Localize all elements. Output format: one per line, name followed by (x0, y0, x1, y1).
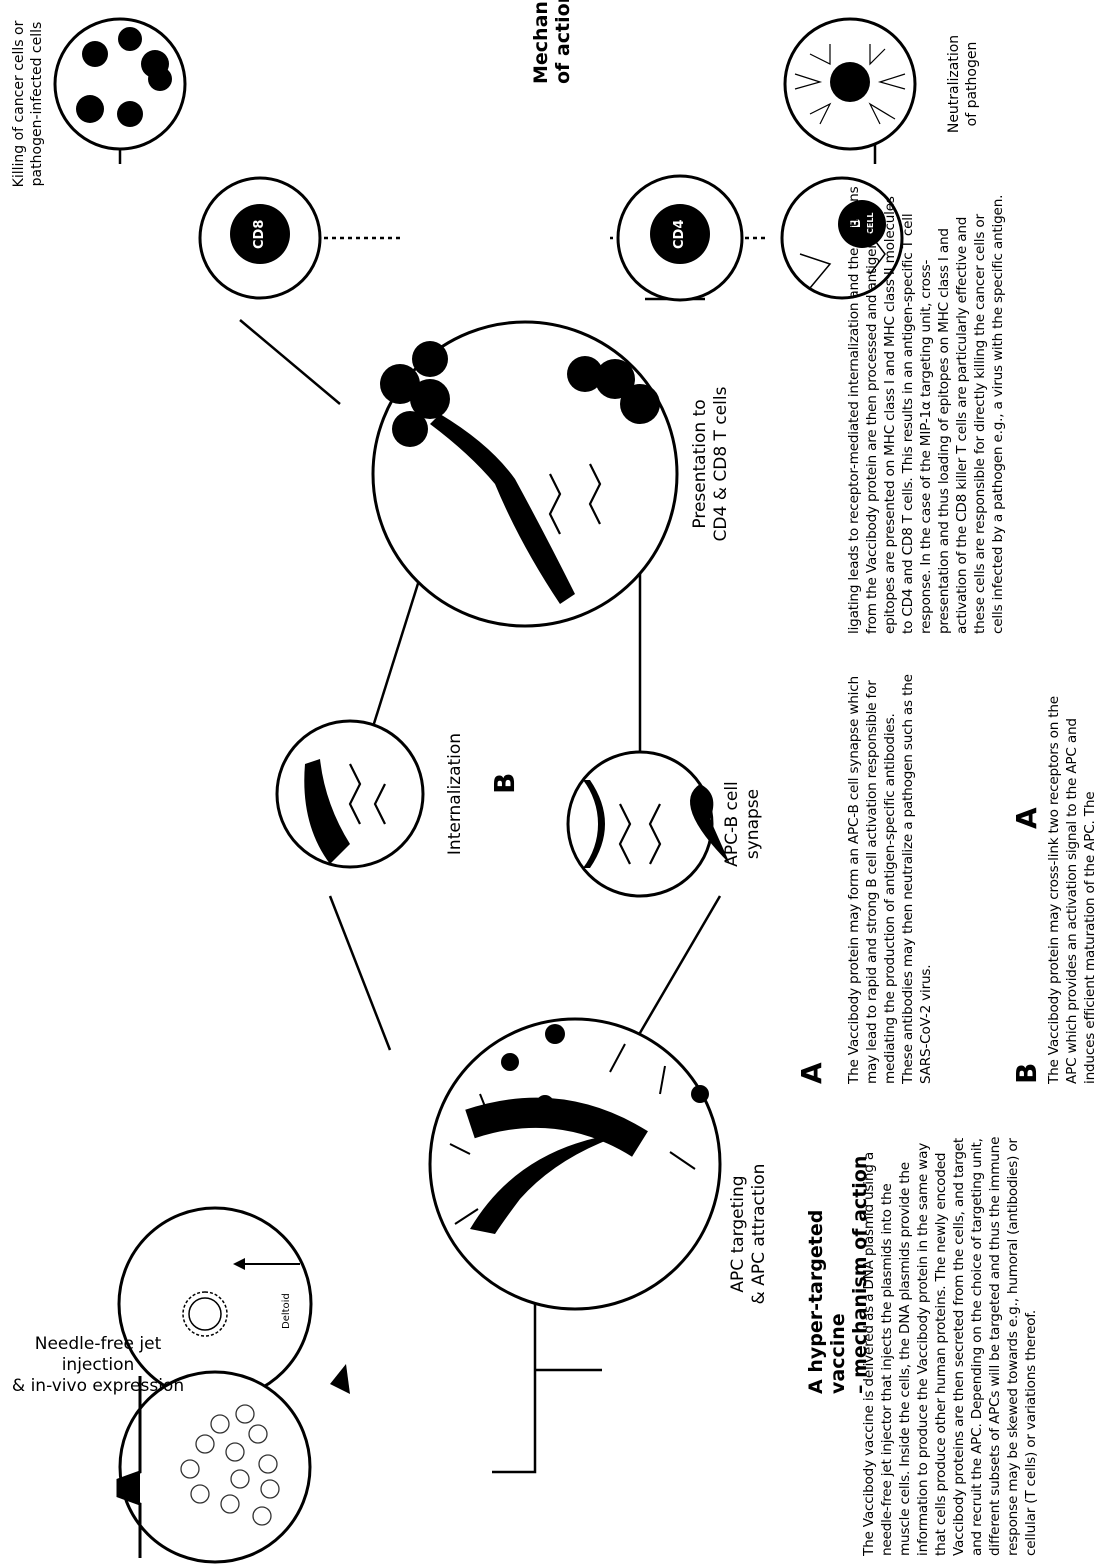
diagram-title: Mechanism of action (530, 0, 574, 84)
attraction-arrows (449, 1043, 696, 1225)
path-b-label: B (488, 772, 521, 794)
killing-label: Killing of cancer cells or pathogen-infe… (11, 20, 45, 188)
main-body: The Vaccibody vaccine is delivered as a … (861, 1136, 1039, 1556)
path-a-label: A (1010, 807, 1043, 829)
b-cell-circle (780, 176, 904, 300)
internalization-label: Internalization (445, 732, 465, 856)
neutralization-circle (783, 17, 917, 151)
antigen-clusters (501, 1024, 709, 1113)
jet-injector (116, 1376, 142, 1558)
apc-b-synapse-label: APC-B cell synapse (722, 781, 763, 867)
injection-label: Needle-free jet injection & in-vivo expr… (11, 1334, 185, 1396)
section-a-letter: A (795, 1062, 828, 1084)
deltoid-arrowhead (233, 1258, 245, 1270)
killing-circle (53, 17, 187, 151)
cd8-cells-inner (380, 341, 450, 447)
apc-targeting-circle (428, 1017, 722, 1311)
cd4-cells-inner (567, 356, 660, 424)
cd8-circle (198, 176, 322, 300)
section-b-body: The Vaccibody protein may cross-link two… (1046, 696, 1094, 1084)
presentation-circle (371, 320, 679, 628)
section-b-letter: B (1010, 1062, 1043, 1084)
cd4-label: CD4 (672, 219, 687, 249)
continued-body: ligating leads to receptor-mediated inte… (846, 186, 1006, 634)
apc-targeting-label: APC targeting & APC attraction (728, 1163, 769, 1305)
apc-b-synapse-circle (566, 750, 730, 898)
section-a-body: The Vaccibody protein may form an APC-B … (846, 674, 934, 1084)
injection-circle-lower (116, 1370, 312, 1564)
deltoid-label: Deltoid (281, 1293, 292, 1329)
presentation-to-cd8-line (239, 319, 341, 405)
apc-to-synapse-line (628, 895, 722, 1051)
plasmid-dots (180, 1404, 280, 1526)
apc-cell-body (465, 1097, 648, 1157)
internalization-circle (275, 719, 425, 869)
cd4-circle (616, 174, 744, 302)
apc-to-internalization-line (328, 895, 392, 1051)
cd8-label: CD8 (252, 219, 267, 249)
apc-cell (470, 1132, 630, 1234)
neutralization-label: Neutralization of pathogen (946, 34, 980, 134)
presentation-label: Presentation to CD4 & CD8 T cells (690, 386, 731, 542)
